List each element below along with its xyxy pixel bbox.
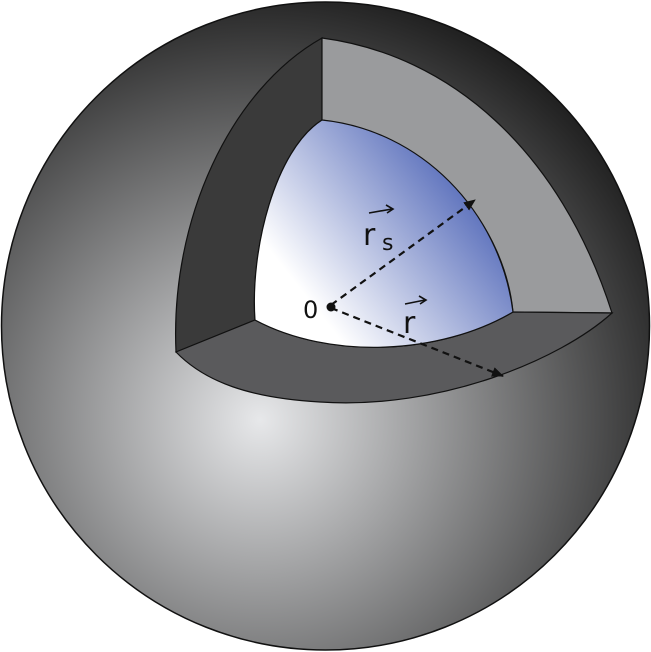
rs-overarrow-icon (368, 208, 393, 214)
r-overarrow-icon (404, 299, 426, 305)
origin-label: 0 (303, 296, 318, 324)
rs-label-subscript: s (382, 231, 393, 256)
radius-vector-rs (330, 199, 476, 306)
rs-overarrow-head-icon (385, 204, 395, 214)
r-label: r (403, 295, 428, 341)
rs-label-main: r (363, 218, 376, 253)
origin-point (326, 302, 336, 312)
inner-sphere-surface (253, 119, 514, 348)
rs-label: r s (363, 204, 395, 256)
r-overarrow-head-icon (418, 295, 428, 305)
r-label-main: r (403, 306, 416, 341)
position-vector-r (330, 306, 504, 378)
